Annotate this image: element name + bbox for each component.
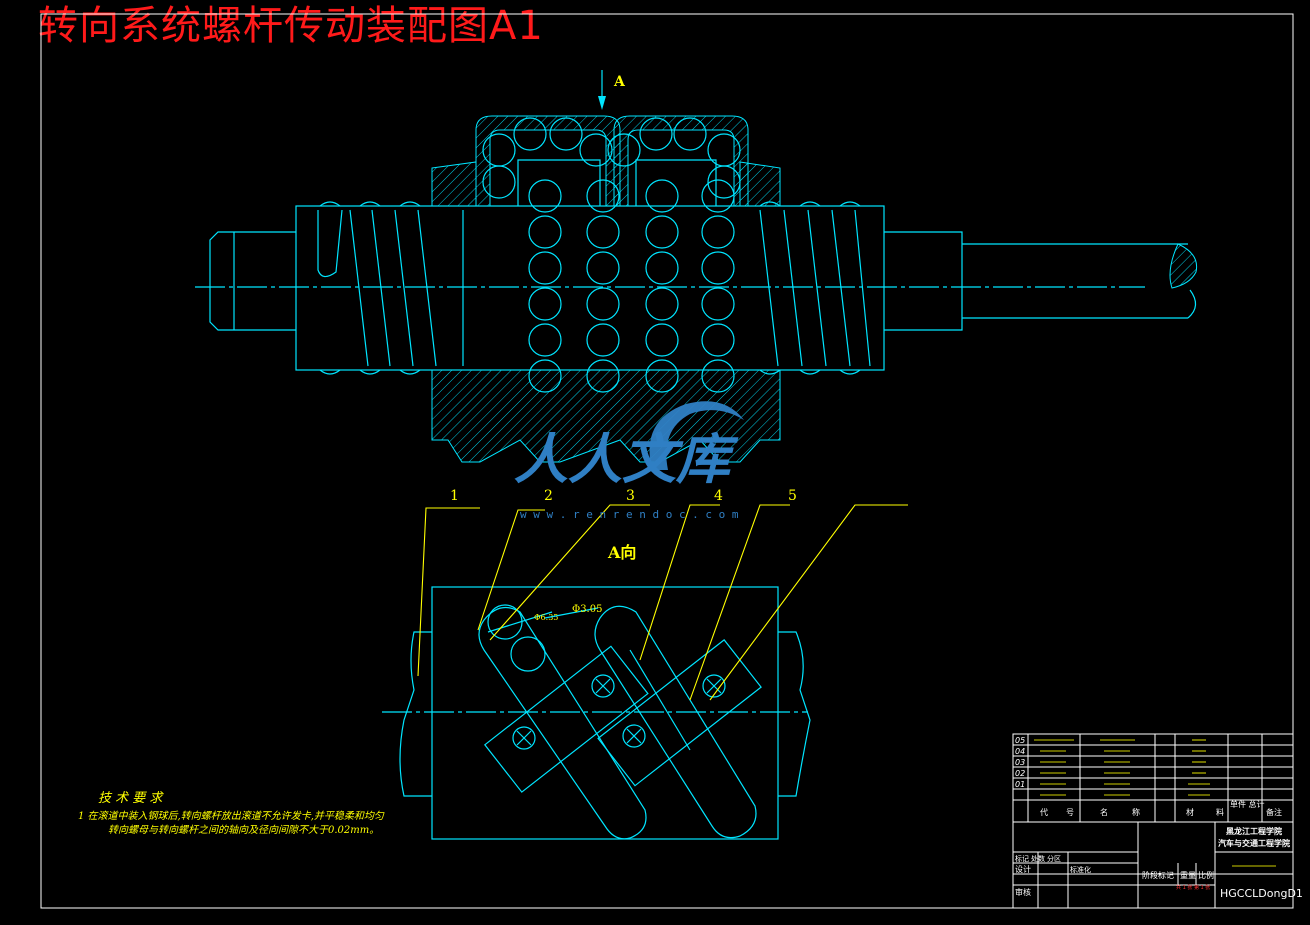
balloon-5: 5 bbox=[788, 488, 797, 504]
row-no-01: 01 bbox=[1015, 780, 1025, 789]
ball-chain bbox=[482, 117, 741, 393]
worm-body bbox=[295, 205, 885, 371]
steel-ball bbox=[586, 359, 620, 393]
sheet-title: 转向系统螺杆传动装配图A1 bbox=[38, 3, 544, 49]
steel-ball bbox=[673, 117, 707, 151]
slot-right bbox=[594, 605, 757, 839]
row-no-02: 02 bbox=[1015, 769, 1025, 778]
screw-2 bbox=[591, 674, 615, 698]
steel-ball bbox=[701, 251, 735, 285]
watermark: 人人文库 w w w . r e n r e n d o c . c o m bbox=[514, 401, 744, 521]
steel-ball bbox=[701, 179, 735, 213]
row-no-04: 04 bbox=[1015, 747, 1025, 756]
stage-label: 阶段标记 bbox=[1142, 870, 1174, 880]
steel-ball bbox=[707, 165, 741, 199]
steel-ball bbox=[645, 251, 679, 285]
steel-ball bbox=[482, 165, 516, 199]
steel-ball bbox=[586, 215, 620, 249]
steel-ball bbox=[528, 287, 562, 321]
steel-ball bbox=[645, 323, 679, 357]
steel-ball bbox=[701, 287, 735, 321]
screw-1 bbox=[512, 726, 536, 750]
nut-top-left bbox=[431, 161, 477, 207]
dimension-2: Φ3.05 bbox=[572, 604, 602, 615]
nut-bottom bbox=[431, 369, 781, 463]
standard-label: 标准化 bbox=[1070, 865, 1091, 874]
steel-ball bbox=[586, 323, 620, 357]
helix-lines bbox=[317, 209, 871, 367]
header-name-a: 名 bbox=[1100, 807, 1108, 817]
slot-left bbox=[478, 606, 647, 840]
clamp-plate-left bbox=[483, 645, 649, 793]
section-label: A bbox=[613, 74, 626, 90]
tech-req-heading: 技 术 要 求 bbox=[98, 791, 164, 806]
header-name-b: 称 bbox=[1132, 807, 1140, 817]
tech-req-line-1: 1 在滚道中装入钢球后,转向螺杆放出滚道不允许发卡,并平稳柔和均匀 bbox=[78, 810, 385, 822]
steel-ball bbox=[579, 133, 613, 167]
technical-requirements: 技 术 要 求 1 在滚道中装入钢球后,转向螺杆放出滚道不允许发卡,并平稳柔和均… bbox=[78, 791, 385, 836]
balloon-2: 2 bbox=[544, 488, 553, 504]
return-tube bbox=[475, 115, 749, 207]
review-label: 审核 bbox=[1015, 887, 1031, 897]
steel-ball bbox=[645, 215, 679, 249]
shaft-break bbox=[1169, 243, 1198, 289]
row-no-05: 05 bbox=[1015, 736, 1025, 745]
steel-ball bbox=[528, 323, 562, 357]
thread-profile bbox=[319, 201, 861, 375]
design-label: 设计 bbox=[1015, 864, 1031, 874]
scale-label: 比例 bbox=[1198, 870, 1214, 880]
department-name: 汽车与交通工程学院 bbox=[1218, 838, 1290, 848]
steel-ball bbox=[513, 117, 547, 151]
header-remark: 备注 bbox=[1266, 807, 1282, 817]
tech-req-line-2: 转向螺母与转向螺杆之间的轴向及径向间隙不大于0.02mm。 bbox=[108, 824, 379, 836]
watermark-logo-swoosh bbox=[649, 401, 744, 470]
steel-ball bbox=[701, 215, 735, 249]
steel-ball bbox=[639, 117, 673, 151]
steel-ball bbox=[701, 359, 735, 393]
steel-ball bbox=[549, 117, 583, 151]
balloon-3: 3 bbox=[626, 488, 635, 504]
steel-ball bbox=[645, 287, 679, 321]
sign-labels: 标记处数分区 bbox=[1015, 854, 1061, 863]
header-weight: 单件 总计 bbox=[1230, 799, 1265, 809]
header-material-a: 材 bbox=[1186, 807, 1194, 817]
nut-plan-rect bbox=[431, 586, 779, 840]
header-code-b: 号 bbox=[1066, 808, 1074, 817]
main-view: A bbox=[195, 70, 1198, 463]
screw-3 bbox=[622, 724, 646, 748]
header-material-b: 料 bbox=[1216, 807, 1224, 817]
screw-4 bbox=[702, 674, 726, 698]
drawing-frame bbox=[40, 13, 1294, 909]
weight-label: 重量 bbox=[1180, 870, 1196, 880]
steel-ball bbox=[528, 179, 562, 213]
steel-ball bbox=[586, 287, 620, 321]
steel-ball bbox=[645, 359, 679, 393]
balloon-4: 4 bbox=[714, 488, 723, 504]
steel-ball bbox=[701, 323, 735, 357]
steel-ball bbox=[586, 251, 620, 285]
header-code-a: 代 bbox=[1040, 807, 1048, 817]
watermark-url: w w w . r e n r e n d o c . c o m bbox=[520, 508, 739, 521]
clamp-plate-right bbox=[597, 639, 762, 787]
balloon-1: 1 bbox=[450, 488, 459, 504]
school-name: 黑龙江工程学院 bbox=[1226, 826, 1282, 836]
steel-ball bbox=[645, 179, 679, 213]
watermark-text: 人人文库 bbox=[514, 428, 739, 491]
steel-ball bbox=[528, 251, 562, 285]
steel-ball bbox=[528, 359, 562, 393]
row-no-03: 03 bbox=[1015, 758, 1025, 767]
steel-ball bbox=[528, 215, 562, 249]
steel-ball bbox=[586, 179, 620, 213]
section-arrow-a: A bbox=[598, 70, 626, 110]
drawing-code: HGCCLDongD1 bbox=[1220, 887, 1303, 900]
title-block: 05 04 03 02 01 代 号 名 称 材 料 单件 总计 备注 黑龙江工… bbox=[1012, 733, 1303, 909]
left-journal bbox=[209, 231, 296, 331]
sheet-text: 共 1 张 第 1 张 bbox=[1176, 884, 1210, 891]
view-a: A向 Φ6.35 bbox=[382, 488, 908, 840]
view-a-label: A向 bbox=[607, 543, 636, 562]
right-shaft bbox=[884, 231, 1188, 331]
leader-lines bbox=[417, 504, 908, 701]
steel-ball bbox=[607, 133, 641, 167]
